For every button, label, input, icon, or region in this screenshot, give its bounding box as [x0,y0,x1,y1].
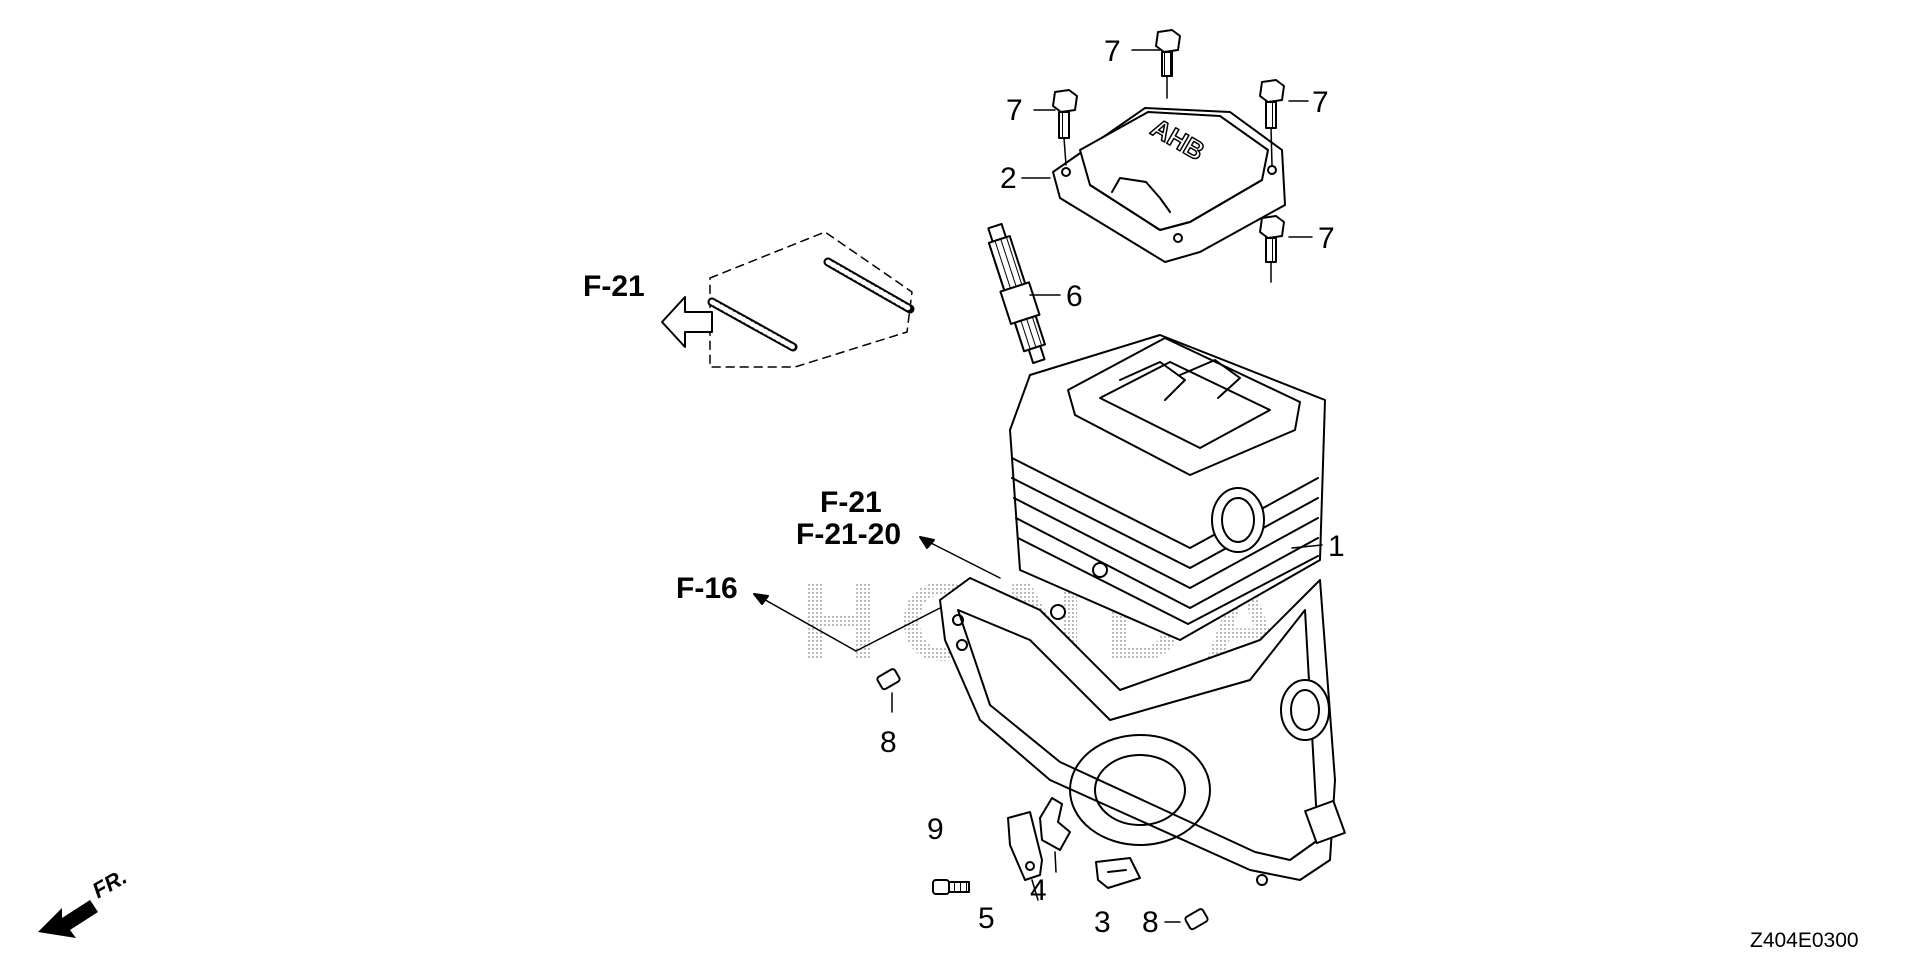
ref-arrowhead-center [919,536,935,549]
stud-bolt-left [707,297,798,352]
ref-arrow-left [661,296,713,348]
stud-bolt-right [823,257,915,314]
ref-label-f21-center: F-21 [820,486,882,519]
bolt-left [1052,89,1078,166]
front-direction-arrow [38,900,98,938]
dowel-pin-left [876,668,901,691]
part-label-8-bottom: 8 [1142,906,1159,939]
spark-plug [987,222,1046,365]
clip [1039,797,1071,873]
head-cover: AHB [1052,107,1286,263]
part-label-1: 1 [1328,530,1345,563]
part-label-3: 3 [1094,906,1111,939]
ref-arrowhead-left [753,593,769,605]
part-label-8-left: 8 [880,726,897,759]
crankcase [939,577,1346,886]
ref-label-f21-20: F-21-20 [796,518,902,551]
part-label-2: 2 [1000,162,1017,195]
part-label-9: 9 [927,813,944,846]
screw [932,879,970,895]
part-label-6: 6 [1066,280,1083,313]
part-label-7-lower-right: 7 [1318,222,1335,255]
part-label-5: 5 [978,902,995,935]
rubber-block [1095,857,1141,889]
dowel-pin-bottom [1184,908,1209,931]
leader-lines [759,49,1323,923]
cylinder [1009,334,1326,641]
part-label-7-top: 7 [1104,35,1121,68]
part-label-4: 4 [1030,874,1047,907]
part-label-7-left: 7 [1006,94,1023,127]
plate [1007,811,1043,901]
part-label-7-right: 7 [1312,86,1329,119]
bolt-lower-right [1259,215,1285,283]
bolt-right [1259,79,1285,166]
ref-label-f21-top: F-21 [583,270,645,303]
stud-bolt-group [707,231,915,368]
ref-label-f16: F-16 [676,572,738,605]
diagram-code: Z404E0300 [1750,929,1859,952]
bolt-top [1155,29,1181,99]
